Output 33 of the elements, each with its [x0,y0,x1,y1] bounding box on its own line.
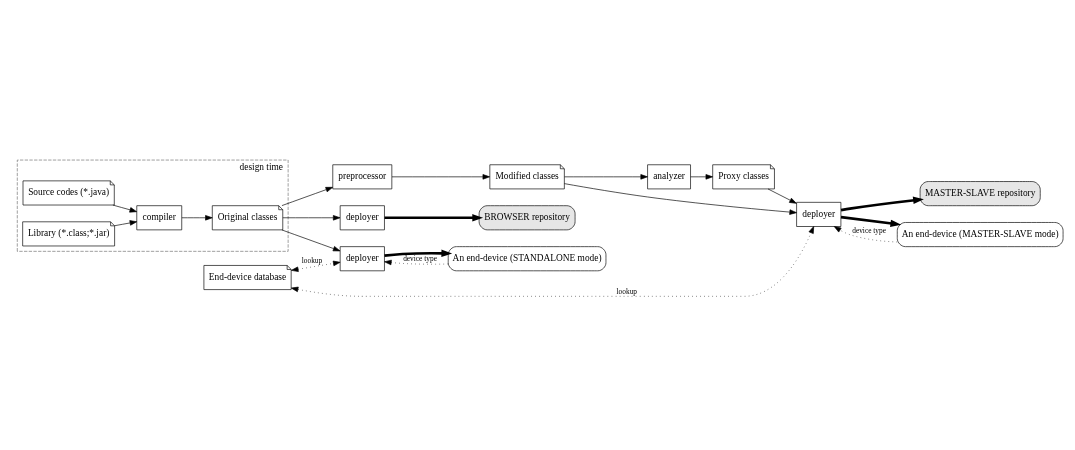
arrow [384,213,484,222]
node-box: analyzer [647,163,691,189]
node-box: compiler [136,204,183,230]
arrow [564,182,797,215]
arrow [564,173,648,179]
arrow [840,196,924,211]
arrow [840,215,902,227]
node-box: deployer [339,245,385,271]
arrow [112,204,137,212]
arrow [181,214,213,220]
arrow [391,173,490,179]
node-box: An end-device (MASTER-SLAVE mode) [896,221,1064,247]
arrow [690,173,713,179]
node-box: deployer [339,204,385,230]
edge-label: device type [852,225,886,235]
arrow [767,188,797,204]
arrow [114,219,138,226]
arrow [282,214,341,220]
node-box: An end-device (STANDALONE mode) [447,245,607,271]
node-box: MASTER-SLAVE repository [919,180,1041,206]
node-box: BROWSER repository [478,204,576,230]
edge-label: lookup [616,286,638,296]
node-box: deployer [796,201,842,227]
edge-label: lookup [301,255,323,265]
node-box: preprocessor [332,163,393,189]
edge-label: device type [403,253,437,263]
arrow [384,259,449,265]
arrow [384,249,453,257]
arrow [291,260,341,272]
arrow [833,225,898,242]
arrow [281,186,333,206]
arrow [281,229,341,251]
arrow [290,225,815,297]
